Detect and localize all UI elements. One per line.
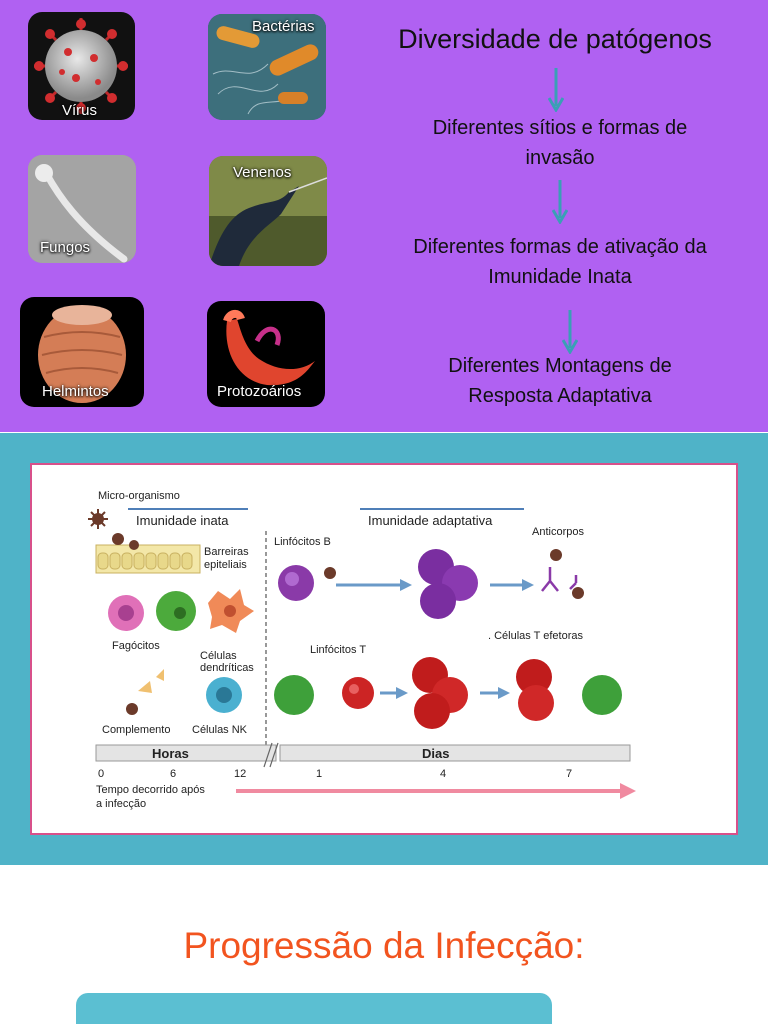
fungi-image: Fungos xyxy=(28,155,136,263)
hours-label: Horas xyxy=(152,746,189,761)
immunity-figure: Micro-organismo Imunidade inata Imunidad… xyxy=(30,463,738,835)
axis-break xyxy=(263,742,279,768)
bacteria-icon xyxy=(208,14,326,120)
phagocytes-label: Fagócitos xyxy=(112,640,160,652)
t-cell-cluster-icon xyxy=(412,657,468,729)
b-lymphocyte-icon xyxy=(278,565,336,601)
tick-12: 12 xyxy=(234,768,246,780)
effector-arrow-head xyxy=(498,687,510,699)
time-arrow-head xyxy=(620,783,636,799)
helminths-label: Helmintos xyxy=(42,383,109,400)
time-caption-1: Tempo decorrido após xyxy=(96,784,205,796)
dendritic-cell-icon xyxy=(208,589,254,633)
infection-progression-slide: Progressão da Infecção: xyxy=(0,865,768,1024)
flow-step-invasion-line2: invasão xyxy=(525,147,595,169)
protozoa-label: Protozoários xyxy=(217,383,302,400)
tick-1: 1 xyxy=(316,768,322,780)
nk-cell-icon xyxy=(206,677,242,713)
microorganism-label: Micro-organismo xyxy=(98,490,180,502)
antibody-arrow-head xyxy=(522,579,534,591)
flow-step-adaptive: Diferentes Montagens de Resposta Adaptat… xyxy=(380,351,740,411)
complement-label: Complemento xyxy=(102,724,170,736)
b-cell-cluster-icon xyxy=(418,549,478,619)
adaptive-label: Imunidade adaptativa xyxy=(368,513,493,528)
flow-step-innate-line1: Diferentes formas de ativação da xyxy=(413,236,707,258)
flow-step-adaptive-line2: Resposta Adaptativa xyxy=(468,385,652,407)
snake-icon xyxy=(209,156,327,266)
nk-cells-label: Células NK xyxy=(192,724,248,736)
barriers-label-1: Barreiras xyxy=(204,546,249,558)
days-bar xyxy=(279,744,631,762)
flow-title: Diversidade de patógenos xyxy=(398,24,712,54)
helminths-image: Helmintos xyxy=(20,297,144,407)
microorganism-icon xyxy=(88,509,108,529)
content-card xyxy=(76,993,552,1024)
worm-icon xyxy=(38,305,126,403)
down-arrow-icon xyxy=(548,68,564,112)
barriers-label-2: epiteliais xyxy=(204,559,247,571)
protozoa-icon xyxy=(223,310,315,386)
protozoa-image: Protozoários xyxy=(207,301,325,407)
epithelial-barrier-icon xyxy=(95,533,201,574)
dendritic-label-2: dendríticas xyxy=(200,662,254,674)
tick-4: 4 xyxy=(440,768,446,780)
t-lymphocytes-label: Linfócitos T xyxy=(310,644,366,656)
immunity-timeline-slide: Micro-organismo Imunidade inata Imunidad… xyxy=(0,433,768,865)
innate-label: Imunidade inata xyxy=(136,513,229,528)
bacteria-label: Bactérias xyxy=(252,18,315,35)
t-lymphocyte-icon xyxy=(274,675,374,715)
venom-image: Venenos xyxy=(209,156,327,266)
flow-step-invasion-line1: Diferentes sítios e formas de xyxy=(432,117,688,139)
effector-t-icon xyxy=(516,659,622,721)
complement-icon xyxy=(126,669,164,715)
effector-t-label: . Células T efetoras xyxy=(488,630,583,642)
tick-0: 0 xyxy=(98,768,104,780)
antibodies-label: Anticorpos xyxy=(532,526,584,538)
phagocyte-icon xyxy=(108,591,196,631)
flow-step-invasion: Diferentes sítios e formas de invasão xyxy=(380,113,740,173)
down-arrow-icon xyxy=(552,180,568,224)
tick-6: 6 xyxy=(170,768,176,780)
time-caption-2: a infecção xyxy=(96,798,146,810)
virus-icon xyxy=(34,18,128,114)
section-heading: Progressão da Infecção: xyxy=(183,925,585,966)
dendritic-label-1: Células xyxy=(200,650,237,662)
hours-bar xyxy=(95,744,277,762)
fungi-icon xyxy=(28,155,136,263)
virus-label: Vírus xyxy=(62,102,98,119)
t-cell-arrow-head xyxy=(396,687,408,699)
fungi-label: Fungos xyxy=(40,239,91,256)
pathogen-diversity-slide: Vírus Bactérias Fungos Venen xyxy=(0,0,768,432)
days-label: Dias xyxy=(422,746,449,761)
flow-step-innate: Diferentes formas de ativação da Imunida… xyxy=(380,232,740,292)
b-cell-arrow-head xyxy=(400,579,412,591)
bacteria-image: Bactérias xyxy=(208,14,326,120)
flow-step-innate-line2: Imunidade Inata xyxy=(488,266,632,288)
virus-image: Vírus xyxy=(28,12,135,120)
flow-step-adaptive-line1: Diferentes Montagens de xyxy=(448,355,672,377)
antibody-icon xyxy=(541,549,584,599)
b-lymphocytes-label: Linfócitos B xyxy=(274,536,331,548)
immunity-diagram: Micro-organismo Imunidade inata Imunidad… xyxy=(40,471,730,829)
tick-7: 7 xyxy=(566,768,572,780)
down-arrow-icon xyxy=(562,310,578,354)
venom-label: Venenos xyxy=(233,164,292,181)
